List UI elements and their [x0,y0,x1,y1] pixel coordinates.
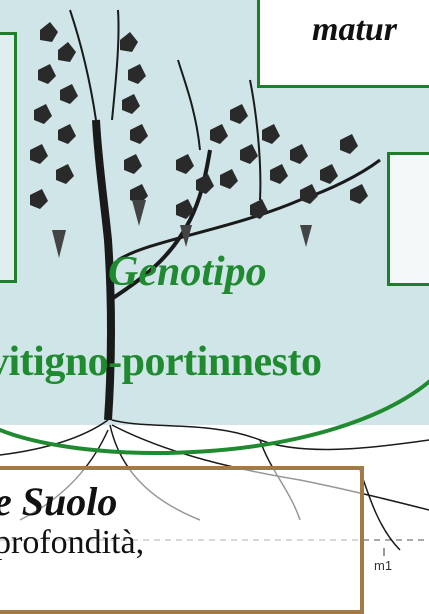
vitigno-portinnesto-label: vitigno-portinnesto [0,338,322,386]
suolo-callout-box: e Suolo profondità, [0,466,364,614]
left-callout-box [0,32,17,283]
vine-shoot [112,10,119,120]
genotipo-label: Genotipo [108,248,267,296]
vine-shoot [250,80,260,200]
right-callout-box [387,152,429,286]
top-callout-box: matur [257,0,429,88]
vine-shoot [178,60,200,150]
top-callout-text: matur [312,11,397,49]
suolo-subtitle: profondità, [0,524,144,562]
suolo-title: e Suolo [0,478,117,525]
depth-scale-label: m1 [374,558,392,573]
vine-cordon [118,160,380,260]
vine-shoot [70,10,96,120]
